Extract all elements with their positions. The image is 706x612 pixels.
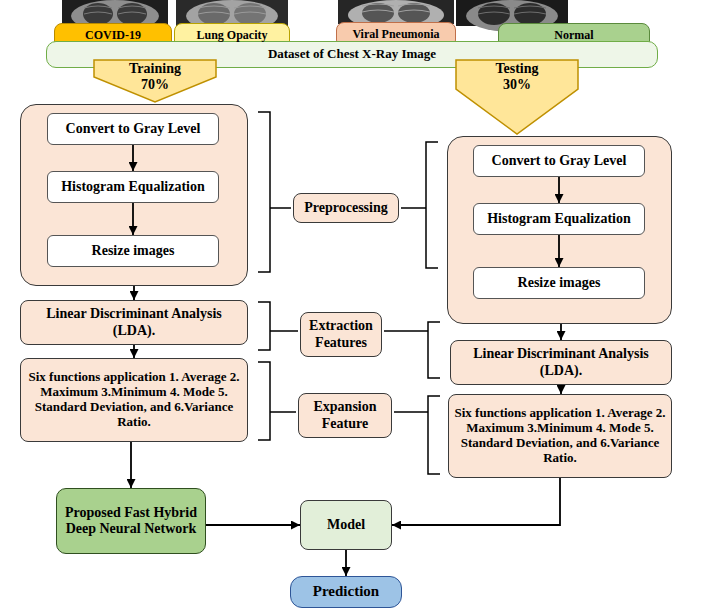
step-box: Resize images xyxy=(473,267,645,299)
node-label: Histogram Equalization xyxy=(61,179,205,195)
node-label: Linear Discriminant Analysis (LDA). xyxy=(456,346,666,378)
node-label: Six functions application 1. Average 2. … xyxy=(26,370,242,430)
node-label: Linear Discriminant Analysis (LDA). xyxy=(26,306,242,338)
node-label: Six functions application 1. Average 2. … xyxy=(454,406,666,466)
node-label: Histogram Equalization xyxy=(487,211,631,227)
split-arrow: Testing 30% xyxy=(455,59,579,135)
block-arrow xyxy=(456,60,578,134)
node-label: Extraction Features xyxy=(306,318,376,350)
text-holder: Convert to Gray Level xyxy=(48,119,218,139)
flow-arrow xyxy=(558,177,560,203)
node-label: Prediction xyxy=(313,583,379,600)
text-holder: Histogram Equalization xyxy=(474,209,644,229)
network-box: Proposed Fast Hybrid Deep Neural Network xyxy=(56,488,206,554)
text-holder: Linear Discriminant Analysis (LDA). xyxy=(21,304,247,340)
process-box: Preprocessing xyxy=(293,193,399,223)
process-box: Extraction Features xyxy=(300,312,382,357)
node-label: Preprocessing xyxy=(304,200,387,216)
text-holder: Histogram Equalization xyxy=(48,177,218,197)
step-box: Histogram Equalization xyxy=(47,171,219,203)
text-holder: Viral Pneumonia xyxy=(337,26,455,44)
text-holder: Prediction xyxy=(291,581,401,602)
node-label: Proposed Fast Hybrid Deep Neural Network xyxy=(62,505,200,537)
node-label: Convert to Gray Level xyxy=(492,153,627,169)
flow-arrow xyxy=(133,345,135,358)
step-box: Convert to Gray Level xyxy=(47,113,219,145)
process-box: Expansion Feature xyxy=(298,393,392,438)
node-label: COVID-19 xyxy=(85,29,141,43)
block-arrow xyxy=(94,60,216,102)
text-holder: Training 70% xyxy=(120,59,190,95)
text-holder: Model xyxy=(301,515,391,535)
flow-arrow xyxy=(130,442,132,488)
text-holder: Extraction Features xyxy=(301,316,381,352)
node-label: Expansion Feature xyxy=(304,399,386,431)
step-box: Resize images xyxy=(47,235,219,267)
text-holder: Resize images xyxy=(474,273,644,293)
node-label: Convert to Gray Level xyxy=(66,121,201,137)
node-label: Training 70% xyxy=(125,61,185,93)
text-holder: Six functions application 1. Average 2. … xyxy=(21,368,247,432)
process-box: Linear Discriminant Analysis (LDA). xyxy=(450,340,672,385)
preprocess-group: Convert to Gray LevelHistogram Equalizat… xyxy=(20,104,248,286)
text-holder: Linear Discriminant Analysis (LDA). xyxy=(451,344,671,380)
bracket xyxy=(258,112,440,474)
flow-arrow xyxy=(560,324,562,340)
flow-arrow xyxy=(392,478,560,525)
text-holder: Preprocessing xyxy=(294,198,398,218)
node-label: Testing 30% xyxy=(487,61,547,93)
node-label: Viral Pneumonia xyxy=(352,28,439,42)
step-box: Histogram Equalization xyxy=(473,203,645,235)
text-holder: Expansion Feature xyxy=(299,397,391,433)
text-holder: Six functions application 1. Average 2. … xyxy=(449,404,671,468)
flow-arrow xyxy=(345,550,347,576)
text-holder: Testing 30% xyxy=(482,59,552,95)
process-box: Six functions application 1. Average 2. … xyxy=(448,394,672,478)
flow-arrow xyxy=(560,385,562,394)
flow-arrow xyxy=(133,286,135,300)
node-label: Dataset of Chest X-Ray Image xyxy=(268,47,436,62)
flow-arrow xyxy=(132,203,134,235)
output-box: Prediction xyxy=(290,576,402,608)
step-box: Convert to Gray Level xyxy=(473,145,645,177)
text-holder: Proposed Fast Hybrid Deep Neural Network xyxy=(57,503,205,539)
node-label: Lung Opacity xyxy=(196,29,267,43)
text-holder: Resize images xyxy=(48,241,218,261)
text-holder: Convert to Gray Level xyxy=(474,151,644,171)
flow-arrow xyxy=(132,145,134,171)
process-box: Six functions application 1. Average 2. … xyxy=(20,358,248,442)
node-label: Normal xyxy=(554,29,593,43)
model-box: Model xyxy=(300,500,392,550)
flow-arrow xyxy=(206,524,300,526)
node-label: Model xyxy=(327,517,365,533)
preprocess-group: Convert to Gray LevelHistogram Equalizat… xyxy=(447,136,672,324)
node-label: Resize images xyxy=(92,243,175,259)
split-arrow: Training 70% xyxy=(93,59,217,103)
node-label: Resize images xyxy=(518,275,601,291)
process-box: Linear Discriminant Analysis (LDA). xyxy=(20,300,248,345)
flow-arrow xyxy=(558,235,560,267)
